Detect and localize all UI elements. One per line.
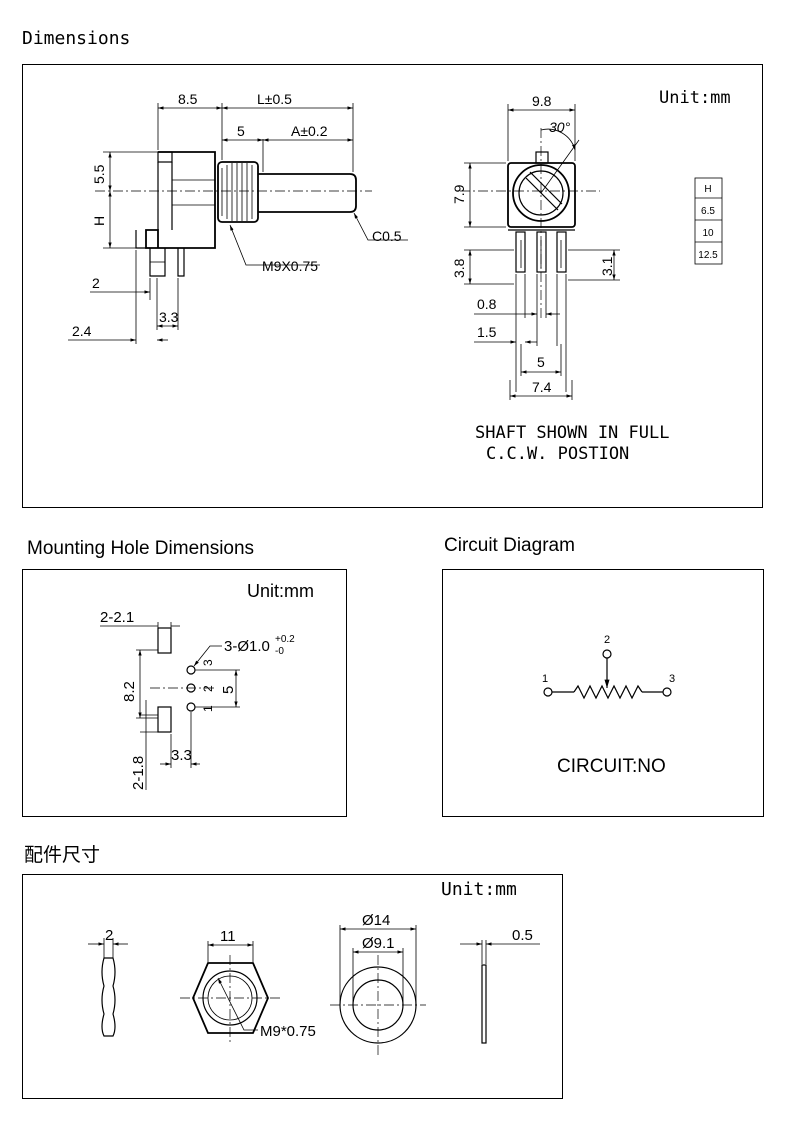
dim-8-5: 8.5 — [178, 91, 198, 107]
dimensions-text: Unit:mm SHAFT SHOWN IN FULL C.C.W. POSTI… — [475, 88, 731, 464]
dim-2-1-8: 2-1.8 — [130, 756, 147, 790]
note-line2: C.C.W. POSTION — [486, 444, 629, 464]
dim-2: 2 — [92, 275, 100, 291]
dim-5-5: 5.5 — [91, 164, 107, 184]
note-line1: SHAFT SHOWN IN FULL — [475, 423, 669, 443]
circuit-panel — [442, 569, 764, 817]
circuit-schematic — [543, 649, 672, 700]
dim-9-8: 9.8 — [532, 93, 552, 109]
tol-plus: +0.2 — [275, 634, 295, 645]
accessories-heading: 配件尺寸 — [24, 845, 101, 866]
washer-thickness: 2 — [105, 927, 113, 944]
mounting-labels: Unit:mm 2-2.1 3-Ø1.0 +0.2 -0 8.2 5 2-1.8… — [100, 581, 314, 790]
mounting-unit: Unit:mm — [247, 581, 314, 601]
h-table-cell: 12.5 — [698, 250, 718, 261]
dim-8-2: 8.2 — [121, 681, 138, 702]
pin2-label: 2 — [604, 634, 610, 646]
dim-0-8: 0.8 — [477, 296, 497, 312]
circuit-label: CIRCUIT:NO — [557, 756, 666, 777]
terminal-2 — [602, 649, 612, 659]
circuit-heading: Circuit Diagram — [444, 535, 575, 556]
dim-1-5: 1.5 — [477, 324, 497, 340]
front-view — [460, 104, 620, 400]
dim-2-2-1: 2-2.1 — [100, 609, 134, 626]
h-table-cell: 10 — [702, 228, 714, 239]
tol-minus: -0 — [275, 646, 284, 657]
thin-washer-thickness: 0.5 — [512, 927, 533, 944]
accessories-panel — [22, 874, 563, 1099]
mounting-heading: Mounting Hole Dimensions — [27, 538, 255, 559]
side-view — [68, 103, 408, 344]
dim-H: H — [91, 216, 107, 226]
nut-thread: M9*0.75 — [260, 1023, 316, 1040]
circuit-labels: 1 2 3 CIRCUIT:NO — [542, 634, 675, 777]
dim-A: A±0.2 — [291, 123, 328, 139]
accessories-labels: Unit:mm 2 11 M9*0.75 Ø14 Ø9.1 0.5 — [105, 879, 533, 1040]
h-table — [694, 177, 723, 265]
dim-3-3: 3.3 — [159, 309, 179, 325]
dim-3-3-mount: 3.3 — [171, 747, 192, 764]
dim-2-4: 2.4 — [72, 323, 92, 339]
dim-5-front: 5 — [537, 354, 545, 370]
mounting-panel — [22, 569, 347, 817]
dim-7-9: 7.9 — [451, 184, 467, 204]
dim-3-1: 3.1 — [599, 256, 615, 276]
dim-7-4: 7.4 — [532, 379, 552, 395]
pin-number: 2 — [201, 685, 215, 692]
angle-label: 30° — [549, 119, 571, 135]
dim-5: 5 — [237, 123, 245, 139]
dim-5-mount: 5 — [220, 686, 237, 694]
front-view-labels: 9.8 30° 7.9 3.8 3.1 0.8 1.5 5 7.4 — [451, 93, 615, 395]
inner-diameter: Ø9.1 — [362, 935, 395, 952]
pin-number: 1 — [201, 705, 215, 712]
side-view-labels: 8.5 L±0.5 5 A±0.2 5.5 H 2 3.3 2.4 M9X0.7… — [72, 91, 402, 339]
thread-label: M9X0.75 — [262, 258, 318, 274]
pin1-label: 1 — [542, 673, 548, 685]
unit-label: Unit:mm — [659, 88, 731, 108]
resistor-icon — [573, 684, 643, 700]
accessories-drawing — [88, 925, 540, 1055]
h-table-cell: H — [704, 184, 711, 195]
pin3-label: 3 — [669, 673, 675, 685]
dimensions-heading: Dimensions — [22, 28, 131, 49]
terminal-1 — [543, 687, 553, 697]
accessories-unit: Unit:mm — [441, 879, 517, 900]
dim-3-8: 3.8 — [451, 258, 467, 278]
mounting-drawing — [100, 622, 240, 790]
terminal-3 — [662, 687, 672, 697]
dim-L: L±0.5 — [257, 91, 292, 107]
dimensions-panel — [22, 64, 763, 508]
nut-width: 11 — [220, 928, 236, 945]
outer-diameter: Ø14 — [362, 912, 390, 929]
hole-callout: 3-Ø1.0 — [224, 638, 270, 655]
pin-number: 3 — [201, 659, 215, 666]
h-table-values: H 6.5 10 12.5 — [698, 184, 718, 261]
h-table-cell: 6.5 — [701, 206, 715, 217]
chamfer-label: C0.5 — [372, 228, 402, 244]
